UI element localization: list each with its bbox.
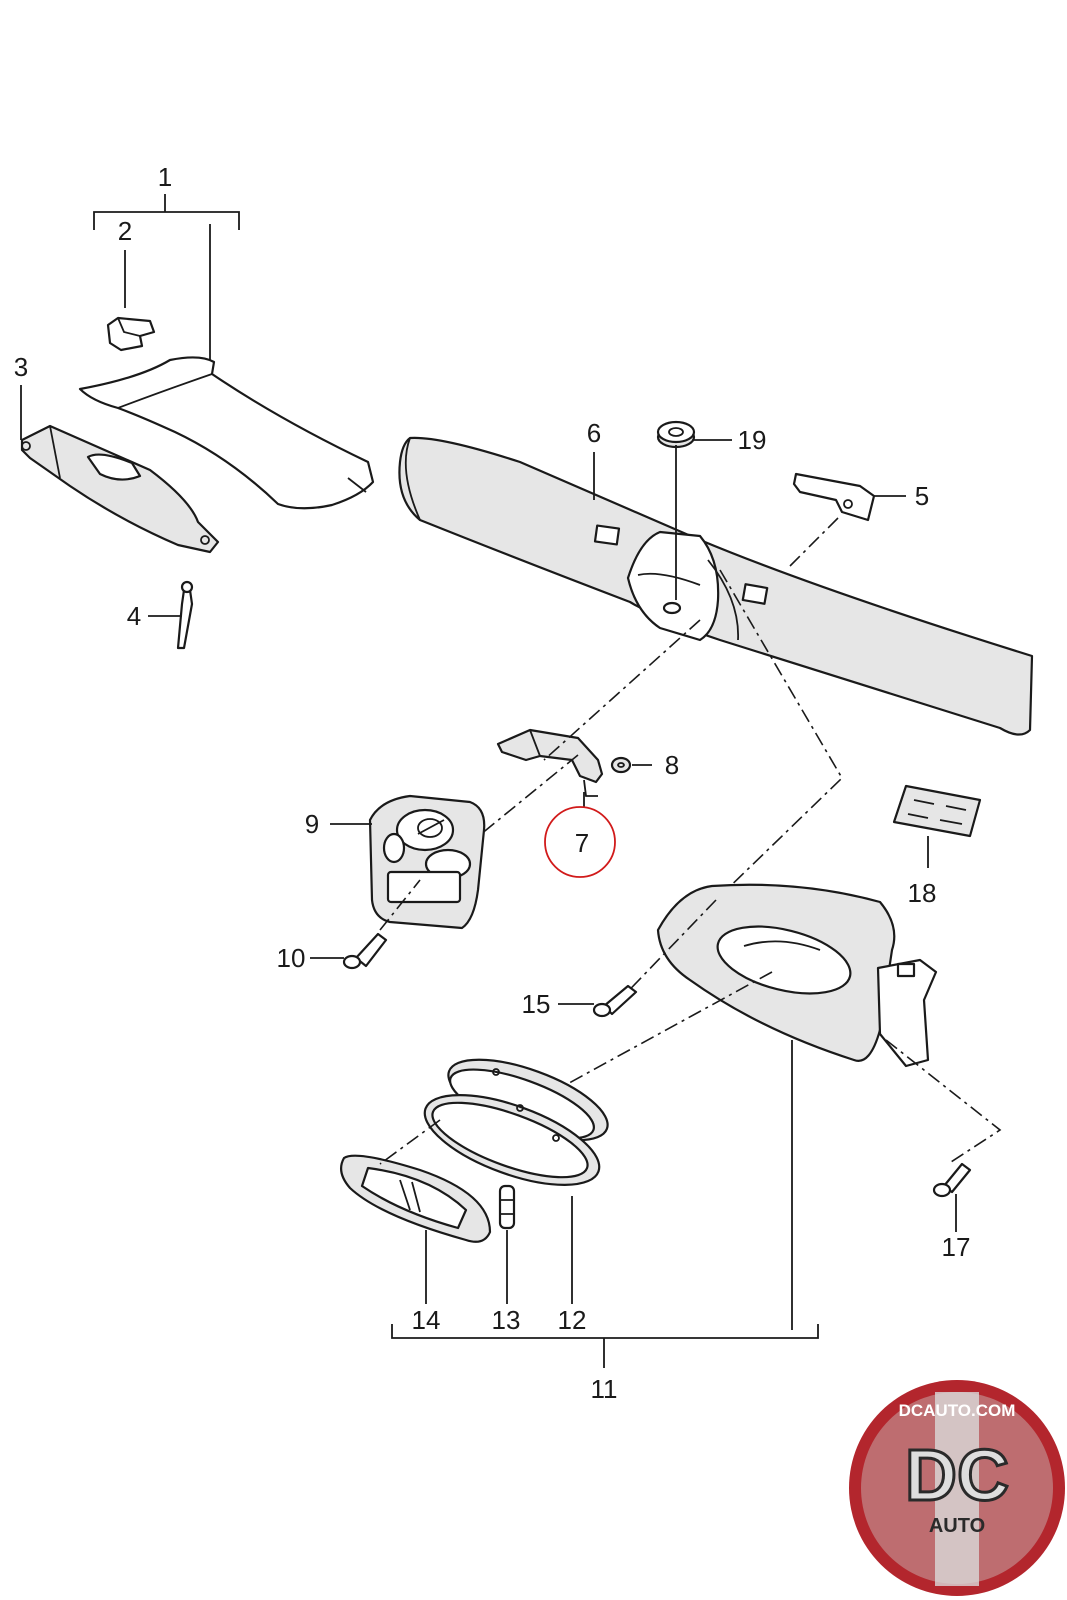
- nut-part-8: [610, 756, 632, 774]
- trim-panel-part-1: [78, 356, 375, 510]
- assembly-line-5: [789, 517, 839, 567]
- roof-rail-part-6: [398, 436, 1034, 736]
- callout-14: 14: [412, 1305, 441, 1335]
- callout-13: 13: [492, 1305, 521, 1335]
- callout-15: 15: [522, 989, 551, 1019]
- assembly-line-7: [543, 619, 701, 761]
- callout-5: 5: [915, 481, 929, 511]
- clip-part-5: [792, 472, 876, 522]
- callout-1-bracket: [93, 194, 240, 360]
- pad-part-18: [892, 784, 982, 838]
- assembly-line-14: [379, 1119, 441, 1165]
- bracket-part-7: [496, 728, 604, 797]
- callout-1: 1: [158, 162, 172, 192]
- console-housing-part-11: [656, 883, 938, 1068]
- callout-7-highlight-circle: [544, 806, 616, 878]
- svg-text:DCAUTO.COM: DCAUTO.COM: [899, 1401, 1016, 1420]
- callout-8: 8: [665, 750, 679, 780]
- lens-part-14: [339, 1154, 492, 1243]
- grommet-part-19: [656, 420, 696, 449]
- pin-part-4: [176, 580, 194, 650]
- callout-2: 2: [118, 216, 132, 246]
- screw-part-17: [932, 1162, 972, 1198]
- callout-10: 10: [277, 943, 306, 973]
- bulb-part-13: [498, 1184, 516, 1230]
- clip-part-2: [106, 316, 156, 352]
- callout-4: 4: [127, 601, 141, 631]
- callout-3: 3: [14, 352, 28, 382]
- callout-6: 6: [587, 418, 601, 448]
- callout-11-bracket: [391, 1040, 819, 1368]
- assembly-line-9: [463, 754, 579, 849]
- callout-12: 12: [558, 1305, 587, 1335]
- callout-19: 19: [738, 425, 767, 455]
- screw-part-15: [592, 984, 638, 1018]
- svg-text:DC: DC: [905, 1436, 1009, 1516]
- lens-frame-part-12: [423, 1058, 609, 1186]
- assembly-line-17: [885, 1039, 1002, 1165]
- callout-11: 11: [591, 1374, 618, 1404]
- screw-part-10: [342, 932, 388, 970]
- callout-9: 9: [305, 809, 319, 839]
- assembly-line-15: [611, 899, 717, 1009]
- housing-part-9: [368, 794, 486, 930]
- dcauto-logo: DCAUTO.COM DC AUTO: [849, 1380, 1065, 1596]
- assembly-line-12: [559, 971, 773, 1089]
- assembly-line-11: [715, 569, 844, 901]
- callout-17: 17: [942, 1232, 971, 1262]
- svg-text:AUTO: AUTO: [929, 1515, 985, 1537]
- side-panel-part-3: [20, 424, 220, 554]
- assembly-line-10: [379, 879, 421, 931]
- callout-7: 7: [575, 828, 589, 858]
- callout-18: 18: [908, 878, 937, 908]
